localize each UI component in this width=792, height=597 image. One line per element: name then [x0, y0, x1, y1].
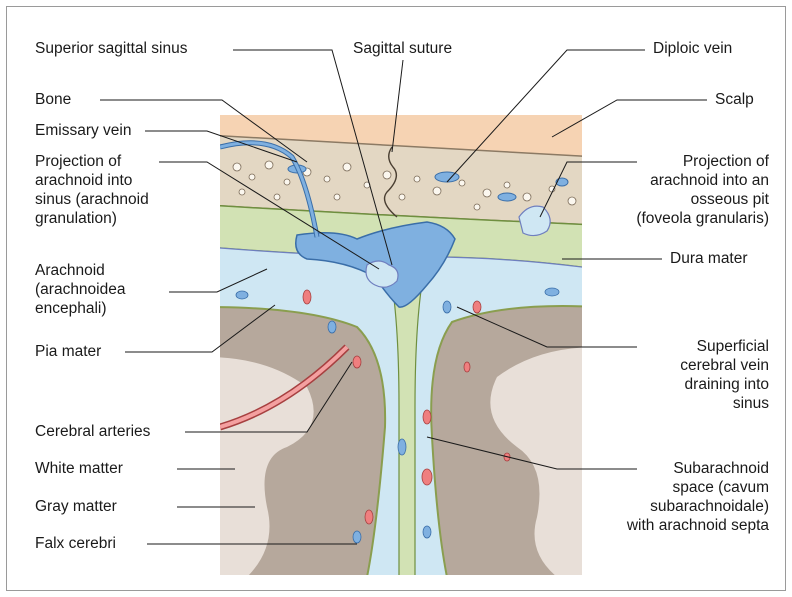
- label-superior-sagittal-sinus: Superior sagittal sinus: [35, 39, 188, 58]
- label-cerebral-arteries: Cerebral arteries: [35, 422, 150, 441]
- label-superficial-cerebral-vein: Superficial cerebral vein draining into …: [680, 337, 769, 413]
- label-projection-sinus: Projection of arachnoid into sinus (arac…: [35, 152, 149, 228]
- label-projection-pit: Projection of arachnoid into an osseous …: [636, 152, 769, 228]
- label-scalp: Scalp: [715, 90, 754, 109]
- label-gray-matter: Gray matter: [35, 497, 117, 516]
- label-bone: Bone: [35, 90, 71, 109]
- label-pia-mater: Pia mater: [35, 342, 101, 361]
- label-sagittal-suture: Sagittal suture: [353, 39, 452, 58]
- label-white-matter: White matter: [35, 459, 123, 478]
- label-falx-cerebri: Falx cerebri: [35, 534, 116, 553]
- label-diploic-vein: Diploic vein: [653, 39, 732, 58]
- label-arachnoid: Arachnoid (arachnoidea encephali): [35, 261, 125, 318]
- figure-frame: Superior sagittal sinus Sagittal suture …: [6, 6, 786, 591]
- label-subarachnoid-space: Subarachnoid space (cavum subarachnoidal…: [627, 459, 769, 535]
- label-dura-mater: Dura mater: [670, 249, 748, 268]
- label-emissary-vein: Emissary vein: [35, 121, 131, 140]
